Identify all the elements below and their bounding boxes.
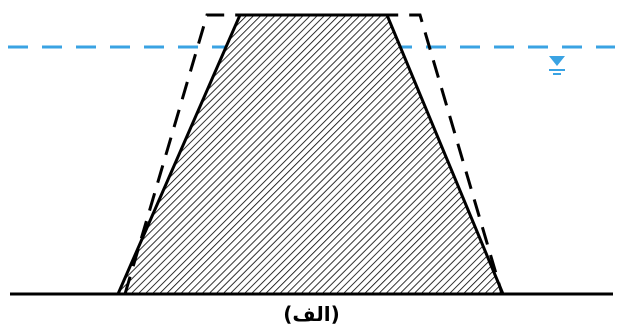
- figure-caption: (الف): [283, 302, 340, 326]
- dam-dashed-outline: [123, 13, 504, 295]
- water-level-icon: [549, 56, 565, 75]
- dam-body: [115, 13, 506, 296]
